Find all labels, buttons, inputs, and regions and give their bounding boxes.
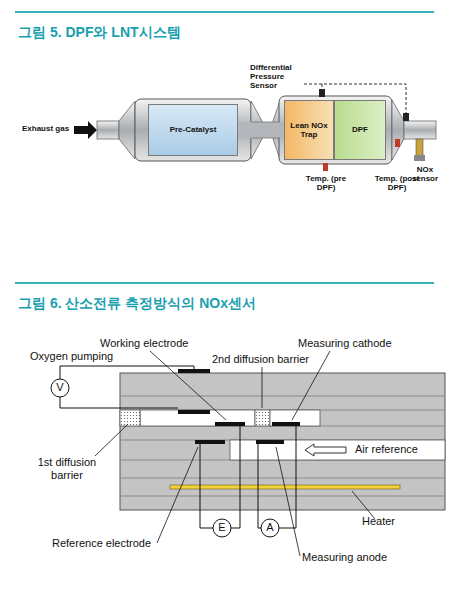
pipe-connector [238, 122, 284, 138]
working-electrode [215, 422, 245, 426]
part-label: 2nd diffusion barrier [212, 353, 309, 366]
measuring-anode [256, 440, 284, 444]
diffusion-barrier [255, 410, 270, 426]
air-channel [230, 440, 445, 460]
part-label: Reference electrode [52, 537, 151, 550]
voltmeter [51, 379, 69, 397]
voltage-source [213, 519, 231, 537]
chamber [270, 410, 320, 426]
temp-sensor [395, 139, 400, 147]
meter-symbol: A [263, 521, 277, 534]
figure-title: 그림 6. 산소전류 측정방식의 NOx센서 [18, 295, 256, 313]
pump-electrode [178, 369, 210, 373]
catalyst-can [135, 99, 251, 161]
component-box: Lean NOx Trap [284, 100, 334, 160]
component-box: Pre-Catalyst [148, 104, 238, 156]
component-box: DPF [334, 100, 386, 160]
part-label: Working electrode [100, 337, 188, 350]
outlet-pipe [404, 121, 436, 139]
part-label: Air reference [355, 443, 418, 456]
flow-label: Exhaust gas [22, 124, 69, 133]
part-label: Measuring cathode [298, 337, 392, 350]
box-label: Lean NOx Trap [287, 121, 331, 139]
pressure-port [319, 89, 325, 97]
reference-electrode [195, 440, 225, 444]
title-rule [15, 282, 434, 284]
measuring-cathode [272, 422, 300, 426]
nox-sensor-body [416, 139, 423, 156]
part-label: Oxygen pumping [30, 350, 113, 363]
title-rule [15, 11, 434, 13]
cone [392, 100, 404, 160]
diffusion-barrier [120, 410, 140, 426]
air-arrow [305, 444, 346, 456]
box-label: DPF [352, 125, 368, 134]
ammeter [261, 519, 279, 537]
part-label: Measuring anode [302, 551, 387, 564]
figure-title: 그림 5. DPF와 LNT시스템 [18, 24, 181, 42]
part-label: Heater [362, 515, 395, 528]
flow-arrow [74, 121, 97, 139]
pump-electrode [178, 410, 210, 414]
temp-sensor [323, 163, 328, 171]
box-label: Pre-Catalyst [170, 125, 217, 134]
cone [119, 101, 135, 159]
layer-lines [120, 396, 445, 496]
sensor-label: NOx sensor [406, 165, 444, 183]
sensor-label: Differential Pressure Sensor [250, 63, 308, 91]
part-label: 1st diffusion barrier [26, 456, 108, 481]
meter-symbol: V [53, 381, 67, 394]
meter-symbol: E [215, 521, 229, 534]
wires [60, 366, 296, 528]
trap-can [279, 96, 392, 164]
sensor-label: Temp. (pre DPF) [302, 174, 350, 192]
nox-sensor-cap [414, 155, 425, 161]
pipe-outline [252, 122, 280, 138]
inlet-pipe [97, 121, 119, 139]
pressure-port [403, 113, 409, 121]
leader-lines [95, 351, 375, 556]
chamber [140, 410, 255, 426]
sensor-body [120, 373, 445, 510]
